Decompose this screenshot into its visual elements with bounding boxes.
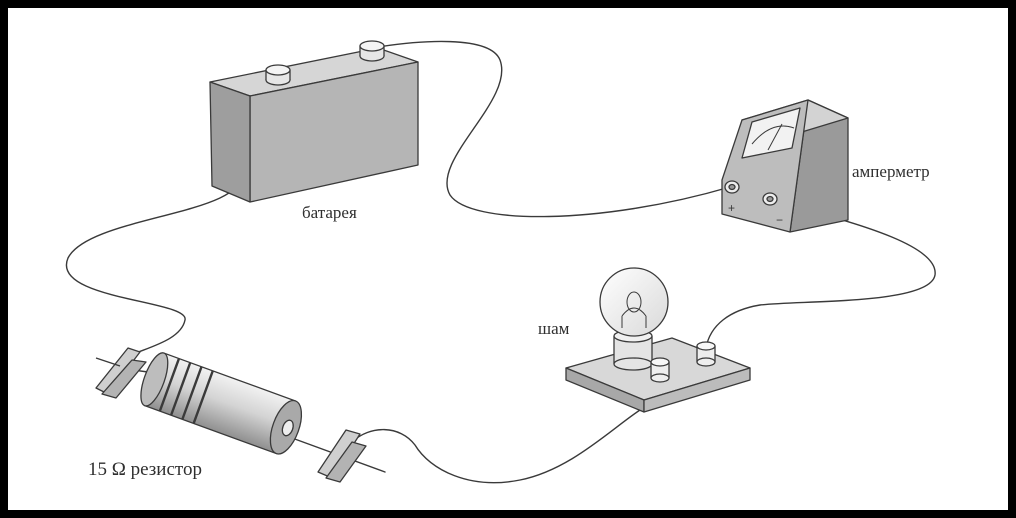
wire-ammeter-to-lamp [705,199,936,349]
resistor-end-left [140,352,169,407]
resistor [140,352,303,455]
ammeter-terminal-plus-icon [724,180,740,194]
battery-side [209,81,251,203]
lamp-terminal-front-icon [650,357,670,383]
wire-battery-to-ammeter [371,40,731,218]
battery [209,40,419,203]
diagram-canvas [8,8,1008,510]
lamp-label: шам [538,319,570,338]
alligator-clip-right-icon [317,429,367,483]
resistor-band-2 [169,362,192,416]
battery-label: батарея [302,203,357,222]
resistor-label: 15 Ω резистор [88,459,202,480]
resistor-band-3 [181,366,203,420]
battery-terminal-left-icon [265,64,291,86]
ammeter-dial-icon [741,107,801,159]
resistor-band-1 [158,358,181,412]
alligator-clip-left-icon [95,347,147,399]
lamp [565,267,751,413]
ammeter-terminal-minus-icon [762,192,778,206]
ammeter: + − [721,99,849,233]
lamp-base-side [643,367,751,413]
lamp-terminal-back-icon [696,341,716,367]
resistor-band-4 [192,370,214,424]
ammeter-label: амперметр [852,162,930,181]
svg-text:+: + [728,201,735,215]
light-bulb-icon [599,267,669,337]
battery-terminal-right-icon [359,40,385,62]
svg-text:−: − [776,213,783,227]
